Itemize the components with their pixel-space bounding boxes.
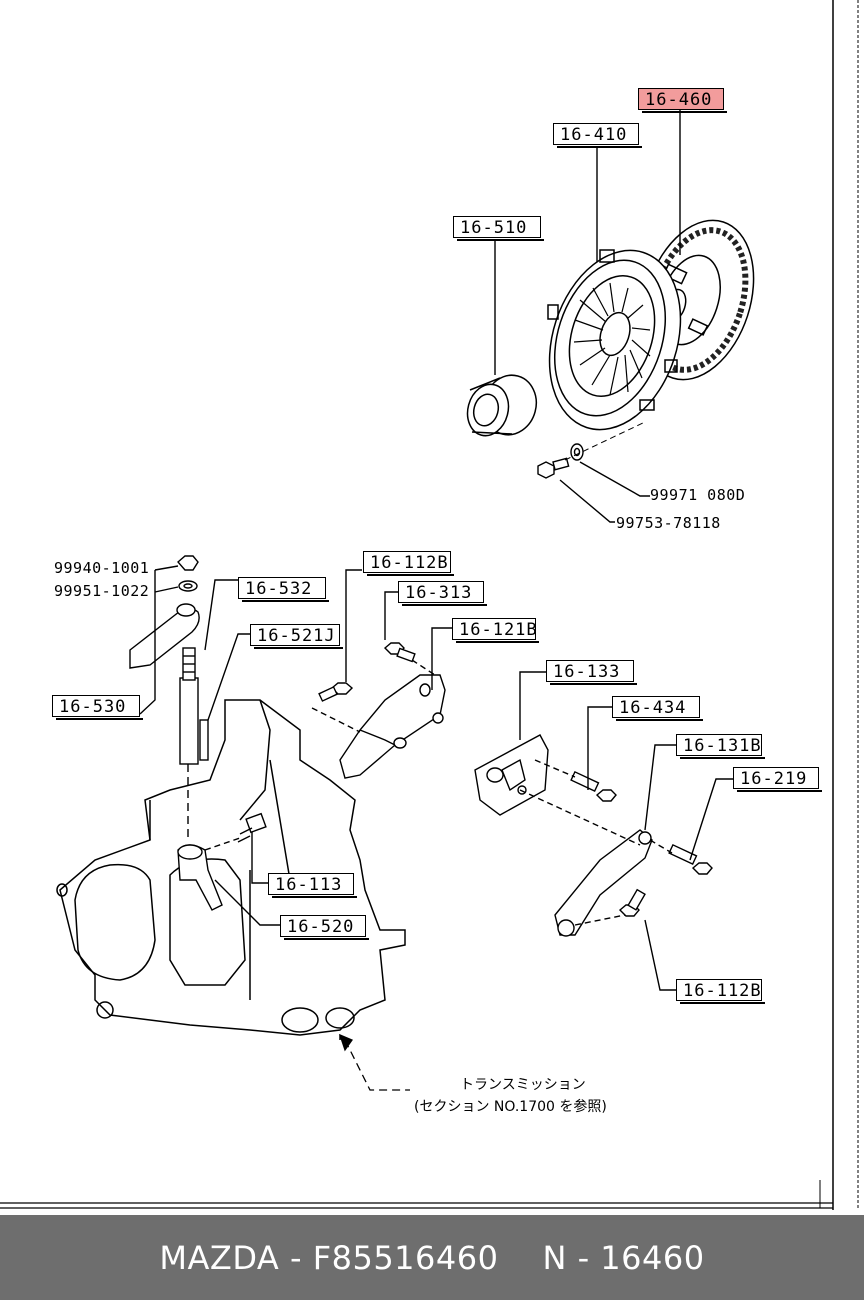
label-16-530[interactable]: 16-530 — [52, 695, 143, 720]
pressure-plate-drawing — [547, 249, 682, 431]
footer-code: 16460 — [600, 1238, 705, 1277]
label-16-219[interactable]: 16-219 — [733, 767, 822, 792]
transmission-reference-leader — [338, 1033, 410, 1091]
part-footer-bar: MAZDA - F85516460 N - 16460 — [0, 1215, 864, 1300]
diagram-drawing — [0, 0, 859, 1210]
part-number-99951[interactable]: 99951-1022 — [54, 582, 150, 600]
release-fork-drawing — [177, 812, 280, 926]
sheet-frame — [0, 0, 859, 1210]
footer-part-number: F85516460 — [312, 1238, 499, 1277]
release-shaft-drawing — [139, 570, 250, 840]
footer-brand: MAZDA — [159, 1238, 280, 1277]
label-16-112B-top[interactable]: 16-112B — [363, 551, 454, 576]
transmission-note-reference: (セクション NO.1700 を参照) — [414, 1099, 607, 1115]
label-16-112B-bottom[interactable]: 16-112B — [676, 979, 765, 1004]
label-16-113[interactable]: 16-113 — [268, 873, 357, 898]
leader-lines-top — [494, 110, 681, 523]
label-16-460[interactable]: 16-460 — [638, 88, 727, 113]
label-16-434[interactable]: 16-434 — [612, 696, 703, 721]
label-16-520[interactable]: 16-520 — [280, 915, 369, 940]
part-number-99940[interactable]: 99940-1001 — [54, 559, 150, 577]
bolt-washer-drawing — [537, 421, 646, 479]
release-lever-drawing — [129, 555, 200, 669]
footer-code-prefix: N - — [542, 1238, 601, 1277]
footer-separator: - — [279, 1238, 313, 1277]
label-16-131B[interactable]: 16-131B — [676, 734, 765, 759]
bracket-upper-drawing — [311, 569, 452, 779]
parts-diagram-sheet: 16-460 16-410 16-510 16-112B 16-313 16-1… — [0, 0, 859, 1210]
release-bearing-drawing — [466, 374, 538, 437]
label-16-121B[interactable]: 16-121B — [452, 618, 539, 643]
part-number-99971[interactable]: 99971 080D — [650, 486, 746, 504]
label-16-133[interactable]: 16-133 — [546, 660, 637, 685]
label-16-510[interactable]: 16-510 — [453, 216, 544, 241]
label-16-521J[interactable]: 16-521J — [250, 624, 343, 649]
label-16-313[interactable]: 16-313 — [398, 581, 487, 606]
part-number-99753[interactable]: 99753-78118 — [616, 514, 721, 532]
label-16-410[interactable]: 16-410 — [553, 123, 642, 148]
label-16-532[interactable]: 16-532 — [238, 577, 329, 602]
bracket-lower-drawing — [474, 671, 733, 991]
transmission-note-title: トランスミッション — [460, 1077, 586, 1093]
